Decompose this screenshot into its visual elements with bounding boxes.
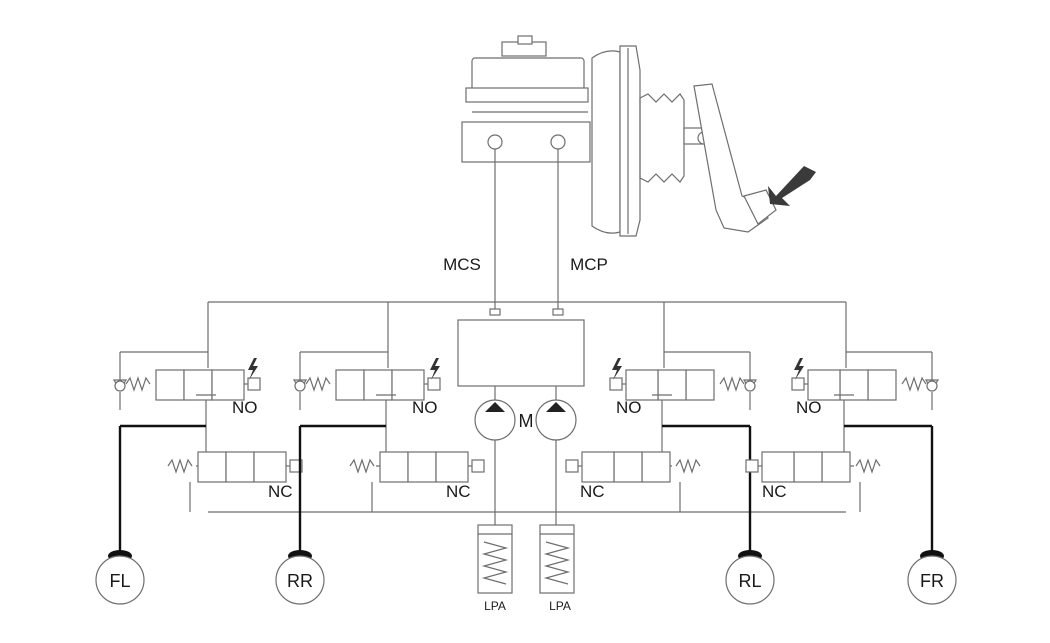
valve-nc-rr: NC <box>446 482 471 501</box>
valve-no-fl: NO <box>232 398 258 417</box>
lpa-left-label: LPA <box>484 599 506 613</box>
valve-nc-fr: NC <box>762 482 787 501</box>
lpa-right <box>539 524 575 594</box>
mcs-label: MCS <box>443 255 481 274</box>
pedal-press-arrow-icon <box>768 166 816 206</box>
valve-no-rl: NO <box>616 398 642 417</box>
valve-no-fr: NO <box>796 398 822 417</box>
lpa-left <box>477 524 513 594</box>
motor-label: M <box>519 411 534 431</box>
mcp-label: MCP <box>570 255 608 274</box>
wheel-rr-label: RR <box>287 571 313 591</box>
valve-nc-fl: NC <box>268 482 293 501</box>
valve-no-rr: NO <box>412 398 438 417</box>
wheel-fr-label: FR <box>920 571 944 591</box>
channel-rl <box>565 302 775 605</box>
hcu-block <box>457 319 585 387</box>
channel-fr <box>745 302 957 605</box>
channel-fl <box>95 302 303 605</box>
wheel-rl-label: RL <box>738 571 761 591</box>
wheel-fl-label: FL <box>109 571 130 591</box>
master-cylinder-assembly <box>461 35 777 237</box>
valve-nc-rl: NC <box>580 482 605 501</box>
pump-motor <box>474 386 577 525</box>
lpa-right-label: LPA <box>549 599 571 613</box>
channel-rr <box>275 302 485 605</box>
